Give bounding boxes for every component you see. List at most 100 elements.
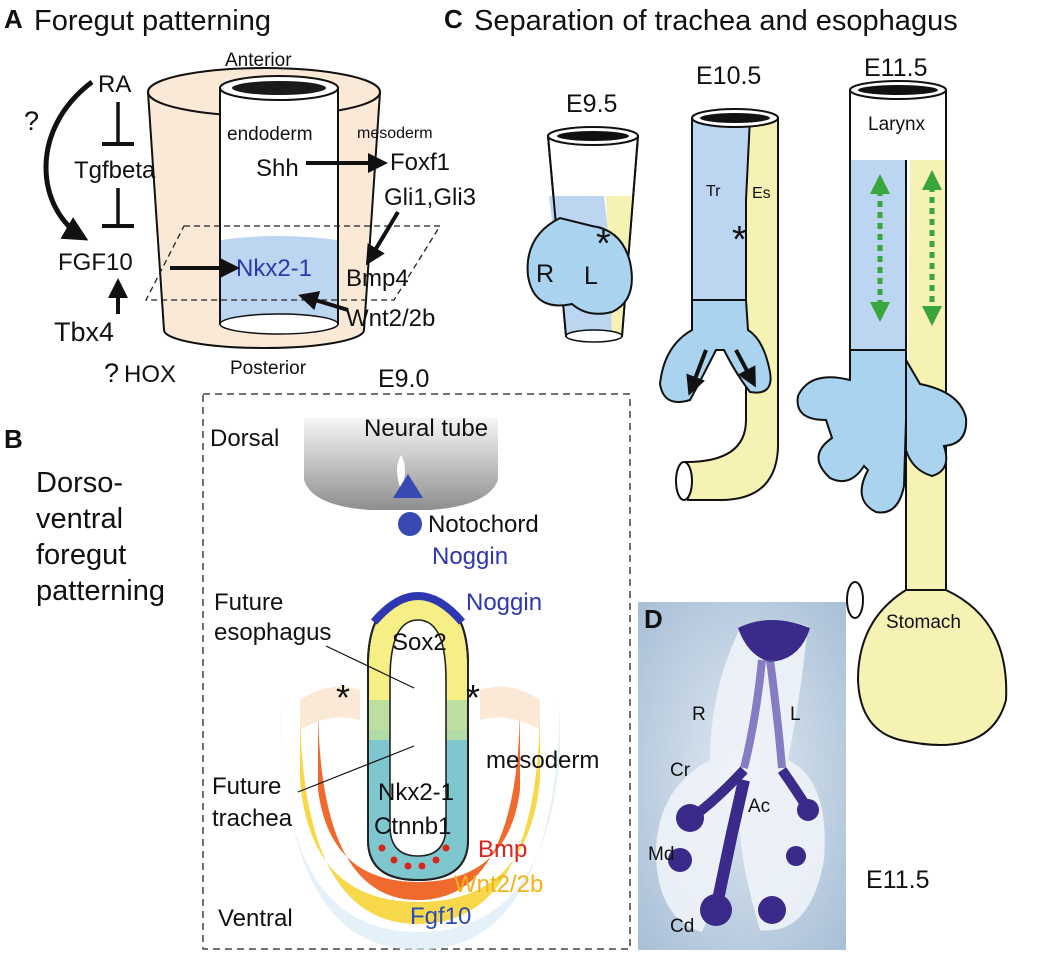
panel-b-title-line-3: foregut [36,539,126,571]
panel-a-letter: A [4,4,23,34]
e10-5-tr-label: Tr [706,183,721,200]
trachea-stain [740,659,786,769]
e10-5-trachea [692,118,750,310]
fgf10-b-label: Fgf10 [410,903,471,930]
bmp-dot [404,862,412,870]
e10-5-es-label: Es [752,185,771,202]
e11-5-stomach [856,589,1008,746]
tbx4-label: Tbx4 [54,317,114,347]
e11-5-larynx [850,90,946,160]
panel-b-title-line-1: Dorso- [36,467,123,499]
d-cd-label: Cd [670,916,694,937]
dorsal-label: Dorsal [210,425,279,452]
right-lobe-stain [786,846,806,866]
foregut-outline [367,594,469,882]
e10-5-right-bud-arrow [734,349,756,388]
cranial-lobe-stain [676,804,704,832]
middle-lobe-stain [668,848,692,872]
larynx-stain [738,620,810,662]
future-esophagus-line-1: Future [214,589,283,616]
endoderm-label: endoderm [227,124,313,145]
left-asterisk: * [336,677,350,718]
larynx-label: Larynx [868,114,926,135]
bmp4-label: Bmp4 [346,265,409,292]
mesoderm-b-label: mesoderm [486,747,599,774]
stage-e9-0: E9.0 [378,365,429,393]
fgf10-label: FGF10 [58,249,133,276]
endoderm-lumen [232,81,326,95]
d-r-label: R [692,704,706,725]
e9-5-l-label: L [584,262,598,290]
e9-5-r-label: R [536,260,554,288]
mesoderm-fade-right [480,686,540,730]
bmp-dot [432,856,440,864]
ra-label: RA [98,71,131,98]
stage-e9-5: E9.5 [566,90,617,118]
endoderm-bottom-rim [219,313,339,335]
future-trachea-line-1: Future [212,773,281,800]
foregut-lumen [389,619,447,857]
notochord-dot [398,512,422,536]
ctnnb1-label: Ctnnb1 [374,813,451,840]
stage-e10-5: E10.5 [696,62,761,90]
tgfbeta-label: Tgfbeta [74,157,156,184]
bmp-dot [378,844,386,852]
shh-label: Shh [256,155,299,182]
nkx21-label: Nkx2-1 [236,255,312,282]
floor-plate-triangle [393,474,423,498]
neural-tube-label: Neural tube [364,415,488,442]
bmp-dot [418,862,426,870]
hox-question: ? [104,358,119,388]
noggin-label-arc: Noggin [466,589,542,616]
bmp-dot [442,844,450,852]
neural-tube-lumen [397,455,405,490]
e11-5-right-lung [905,356,968,478]
e10-5-stomach-opening [675,461,693,501]
stomach-label: Stomach [886,612,961,633]
bmp-dot [390,856,398,864]
posterior-label: Posterior [230,358,307,379]
future-trachea-line-2: trachea [212,805,293,832]
sox2-label: Sox2 [392,629,447,656]
stage-e11-5-d: E11.5 [866,866,929,894]
left-lobe-stain [758,896,786,924]
e11-5-left-lung [796,349,907,514]
nkx21-ventral-label: Nkx2-1 [378,779,454,806]
e11-5-stomach-opening [846,581,864,619]
mesoderm-label: mesoderm [357,125,433,142]
e11-5-lumen [858,85,938,95]
left-main-bronchus-stain [712,778,750,902]
wnt-b-label: Wnt2/2b [454,871,543,898]
e9-5-lung-buds [526,216,633,315]
e9-5-lumen [557,131,629,141]
panel-d: D R L Cr Ac Md Cd E11.5 [638,602,929,950]
ra-fgf10-arrow [43,80,94,241]
d-md-label: Md [648,844,674,865]
panel-c-letter: C [444,4,463,34]
section-plane [144,225,442,301]
e10-5-left-bud-arrow [686,349,708,396]
future-trachea-leader [297,745,415,793]
future-esophagus-line-2: esophagus [214,619,331,646]
e10-5-asterisk: * [732,219,747,261]
ra-fgf10-question: ? [24,106,39,136]
panel-b-frame [202,393,631,950]
noggin-label-notochord: Noggin [432,543,508,570]
mesoderm-fade-left [300,686,360,730]
panel-d-letter: D [644,604,663,634]
panel-c: C Separation of trachea and esophagus E9… [444,4,1008,746]
right-asterisk: * [466,677,480,718]
anterior-label: Anterior [225,50,292,71]
caudal-lobe-stain [700,894,732,926]
wnt-nkx21-arrow [298,291,349,312]
panel-b-letter: B [4,424,23,454]
d-ac-label: Ac [748,796,770,817]
gli-bmp4-arrow [365,210,400,266]
e10-5-esophagus [684,117,780,501]
panel-b-title-line-2: ventral [36,503,123,535]
ventral-label: Ventral [218,905,293,932]
notochord-label: Notochord [428,511,539,538]
panel-b: B Dorso- ventral foregut patterning Dors… [4,393,631,950]
wnt-label: Wnt2/2b [346,305,435,332]
